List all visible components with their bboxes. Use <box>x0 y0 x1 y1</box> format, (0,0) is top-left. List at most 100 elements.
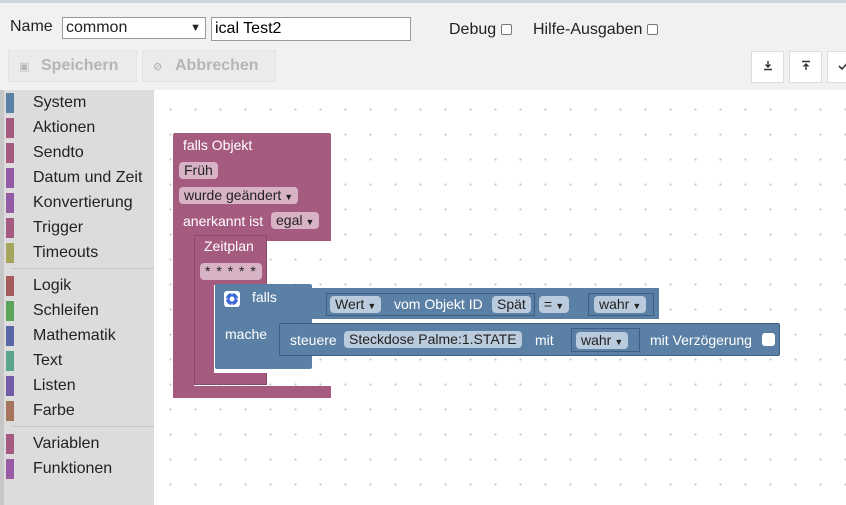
condition-value-text: wahr <box>599 296 630 312</box>
download-icon <box>763 61 772 71</box>
category-sendto[interactable]: Sendto <box>6 142 84 164</box>
script-name-input[interactable] <box>211 17 411 41</box>
trigger-ack-label: anerkannt ist <box>183 213 264 229</box>
category-label: System <box>33 94 87 111</box>
save-icon: ▣ <box>19 61 30 73</box>
category-label: Datum und Zeit <box>33 169 143 186</box>
schedule-block-spine <box>194 285 214 377</box>
category-color-swatch <box>6 401 14 421</box>
control-delay-checkbox[interactable] <box>762 333 775 346</box>
category-label: Mathematik <box>33 327 116 344</box>
chevron-down-icon: ▼ <box>632 301 642 311</box>
chevron-down-icon: ▼ <box>190 22 201 34</box>
name-select[interactable]: common ▼ <box>62 17 206 39</box>
category-label: Logik <box>33 277 72 294</box>
control-target-field[interactable]: Steckdose Palme:1.STATE <box>344 331 522 348</box>
control-delay-label: mit Verzögerung <box>650 332 752 348</box>
import-button[interactable] <box>789 51 822 83</box>
control-value-dropdown[interactable]: wahr▼ <box>576 332 629 349</box>
category-separator <box>12 426 158 427</box>
export-button[interactable] <box>751 51 784 83</box>
category-color-swatch <box>6 459 14 479</box>
trigger-title: falls Objekt <box>183 137 253 153</box>
category-datum-und-zeit[interactable]: Datum und Zeit <box>6 167 142 189</box>
top-toolbar: Name common ▼ Debug Hilfe-Ausgaben ▣Spei… <box>0 0 846 90</box>
control-mit-label: mit <box>535 332 554 348</box>
category-label: Funktionen <box>33 460 113 477</box>
category-color-swatch <box>6 93 14 113</box>
chevron-down-icon: ▼ <box>284 192 294 202</box>
category-color-swatch <box>6 301 14 321</box>
condition-value-dropdown[interactable]: wahr▼ <box>594 296 647 313</box>
category-label: Sendto <box>33 144 84 161</box>
trigger-block-footer <box>173 386 331 398</box>
category-color-swatch <box>6 193 14 213</box>
blockly-workspace[interactable]: falls Objekt Früh wurde geändert▼ anerka… <box>154 90 846 505</box>
category-label: Farbe <box>33 402 75 419</box>
trigger-block-spine <box>173 241 194 398</box>
cancel-button[interactable]: ⊘ Abbrechen <box>142 50 276 82</box>
check-button[interactable] <box>827 51 846 83</box>
if-falls-label: falls <box>252 289 277 305</box>
control-value-text: wahr <box>581 332 612 348</box>
trigger-ack-dropdown[interactable]: egal▼ <box>271 212 320 229</box>
upload-icon <box>801 60 810 70</box>
category-label: Variablen <box>33 435 100 452</box>
condition-wert-value: Wert <box>335 296 365 312</box>
condition-operator-dropdown[interactable]: =▼ <box>539 296 570 313</box>
block-category-sidebar: System Aktionen Sendto Datum und Zeit Ko… <box>0 90 158 505</box>
category-mathematik[interactable]: Mathematik <box>6 325 116 347</box>
category-separator <box>12 268 158 269</box>
category-konvertierung[interactable]: Konvertierung <box>6 192 133 214</box>
category-color-swatch <box>6 434 14 454</box>
chevron-down-icon: ▼ <box>367 301 377 311</box>
category-color-swatch <box>6 168 14 188</box>
category-trigger[interactable]: Trigger <box>6 217 83 239</box>
condition-vom-objekt-label: vom Objekt ID <box>394 296 483 312</box>
trigger-event-value: wurde geändert <box>184 187 282 203</box>
trigger-ack-value: egal <box>276 212 303 228</box>
category-color-swatch <box>6 243 14 263</box>
cancel-button-label: Abbrechen <box>175 57 259 74</box>
category-listen[interactable]: Listen <box>6 375 76 397</box>
category-timeouts[interactable]: Timeouts <box>6 242 98 264</box>
category-color-swatch <box>6 218 14 238</box>
category-text[interactable]: Text <box>6 350 62 372</box>
condition-wert-dropdown[interactable]: Wert▼ <box>330 296 382 313</box>
category-farbe[interactable]: Farbe <box>6 400 75 422</box>
trigger-event-dropdown[interactable]: wurde geändert▼ <box>179 187 299 204</box>
debug-label: Debug <box>449 21 497 38</box>
control-steuere-label: steuere <box>290 332 337 348</box>
chevron-down-icon: ▼ <box>614 337 624 347</box>
category-variablen[interactable]: Variablen <box>6 433 99 455</box>
name-label: Name <box>10 18 53 35</box>
category-color-swatch <box>6 276 14 296</box>
schedule-pattern-field[interactable]: * * * * * <box>200 263 262 280</box>
category-label: Text <box>33 352 63 369</box>
chevron-down-icon: ▼ <box>555 301 565 311</box>
category-aktionen[interactable]: Aktionen <box>6 117 95 139</box>
save-button-label: Speichern <box>41 57 119 74</box>
save-button[interactable]: ▣ Speichern <box>8 50 137 82</box>
category-funktionen[interactable]: Funktionen <box>6 458 112 480</box>
category-color-swatch <box>6 143 14 163</box>
category-schleifen[interactable]: Schleifen <box>6 300 99 322</box>
schedule-block-footer <box>194 373 267 385</box>
category-color-swatch <box>6 118 14 138</box>
cancel-icon: ⊘ <box>153 61 163 73</box>
category-system[interactable]: System <box>6 92 86 114</box>
name-select-value: common <box>66 19 128 36</box>
category-label: Timeouts <box>33 244 99 261</box>
if-mutator-button[interactable] <box>224 291 240 307</box>
debug-checkbox[interactable] <box>501 24 512 35</box>
category-color-swatch <box>6 326 14 346</box>
if-mache-label: mache <box>225 326 268 342</box>
category-label: Listen <box>33 377 76 394</box>
trigger-object-field[interactable]: Früh <box>179 162 218 179</box>
category-logik[interactable]: Logik <box>6 275 71 297</box>
gear-icon <box>225 292 239 306</box>
condition-object-field[interactable]: Spät <box>492 296 531 313</box>
check-icon <box>838 63 846 71</box>
category-color-swatch <box>6 351 14 371</box>
hilfe-ausgaben-checkbox[interactable] <box>647 24 658 35</box>
